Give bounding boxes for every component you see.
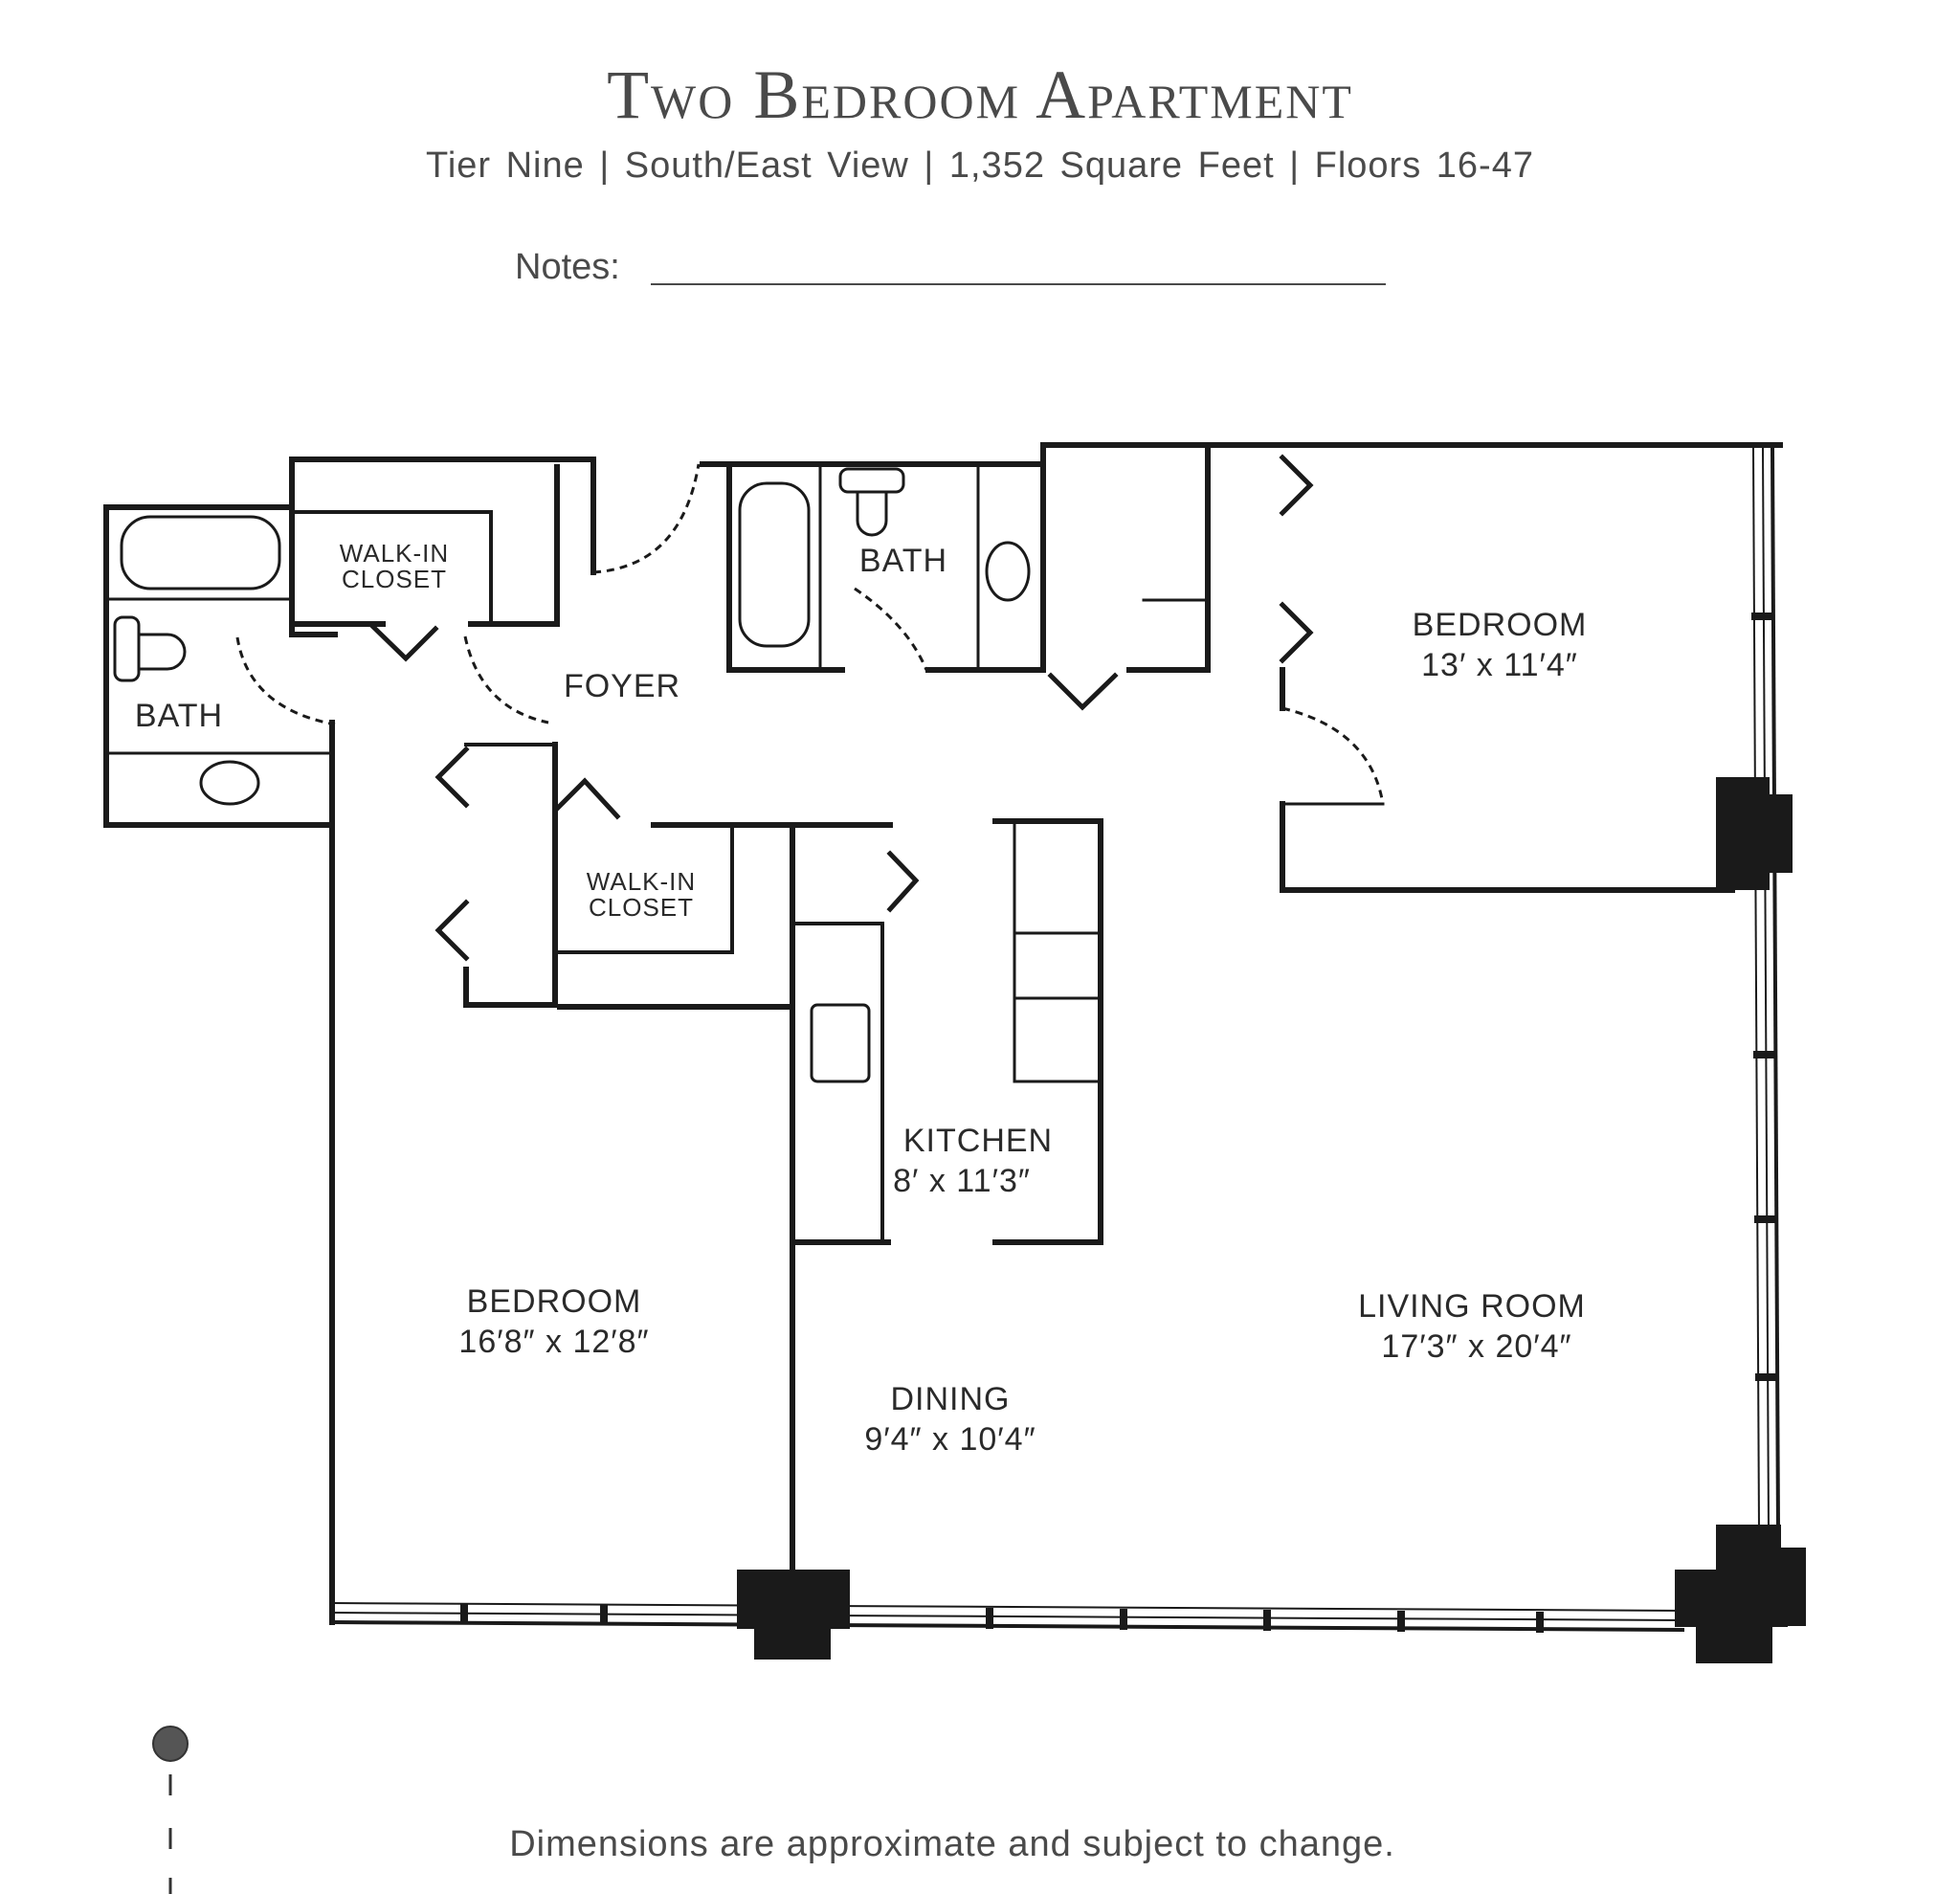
notes-label: Notes: xyxy=(515,247,620,287)
room-dims-bedroom-left: 16′8″ x 12′8″ xyxy=(458,1324,649,1360)
window-mullions xyxy=(460,613,1776,1633)
bifold-doors xyxy=(369,454,1314,962)
room-label-foyer: FOYER xyxy=(564,668,680,704)
room-label-dining: DINING xyxy=(891,1381,1011,1417)
doors xyxy=(235,463,1385,805)
bathtub-left xyxy=(120,515,281,590)
page-subtitle: Tier Nine | South/East View | 1,352 Squa… xyxy=(426,145,1534,186)
kitchen-sink xyxy=(810,1003,871,1083)
page-title: Two Bedroom Apartment xyxy=(607,56,1353,133)
room-label-kitchen: KITCHEN xyxy=(903,1123,1053,1159)
windows xyxy=(331,447,1780,1632)
room-label-bath-left: BATH xyxy=(135,698,223,734)
room-dims-bedroom-right: 13′ x 11′4″ xyxy=(1421,647,1578,683)
room-label-bedroom-right: BEDROOM xyxy=(1413,607,1588,643)
toilet-bowl-left xyxy=(137,633,187,671)
floor-indicator-dot xyxy=(152,1726,189,1762)
room-label-closet-mid-line1: WALK-IN xyxy=(587,867,696,896)
structural-columns xyxy=(737,777,1806,1663)
room-label-bath-center: BATH xyxy=(859,543,947,579)
notes-line xyxy=(651,283,1386,285)
room-dims-dining: 9′4″ x 10′4″ xyxy=(864,1421,1036,1458)
disclaimer: Dimensions are approximate and subject t… xyxy=(509,1824,1395,1864)
toilet-tank-center xyxy=(838,467,905,494)
bathtub-center xyxy=(738,481,811,648)
room-label-bedroom-left: BEDROOM xyxy=(467,1283,642,1320)
floor-indicator xyxy=(152,1726,189,1894)
room-label-closet-top-line2: CLOSET xyxy=(342,565,447,593)
room-label-living-room: LIVING ROOM xyxy=(1358,1288,1586,1325)
toilet-bowl-center xyxy=(856,490,888,537)
toilet-tank-left xyxy=(113,615,141,682)
walls xyxy=(103,442,1783,1625)
room-dims-kitchen: 8′ x 11′3″ xyxy=(893,1163,1031,1199)
room-label-closet-top-line1: WALK-IN xyxy=(340,539,449,568)
sink-left xyxy=(199,760,260,806)
room-labels: BATH WALK-IN CLOSET FOYER BATH BEDROOM 1… xyxy=(135,539,1588,1458)
sink-center xyxy=(985,541,1031,602)
room-dims-living-room: 17′3″ x 20′4″ xyxy=(1381,1328,1571,1365)
room-label-closet-mid-line2: CLOSET xyxy=(589,893,694,922)
fixtures xyxy=(113,467,1031,1083)
